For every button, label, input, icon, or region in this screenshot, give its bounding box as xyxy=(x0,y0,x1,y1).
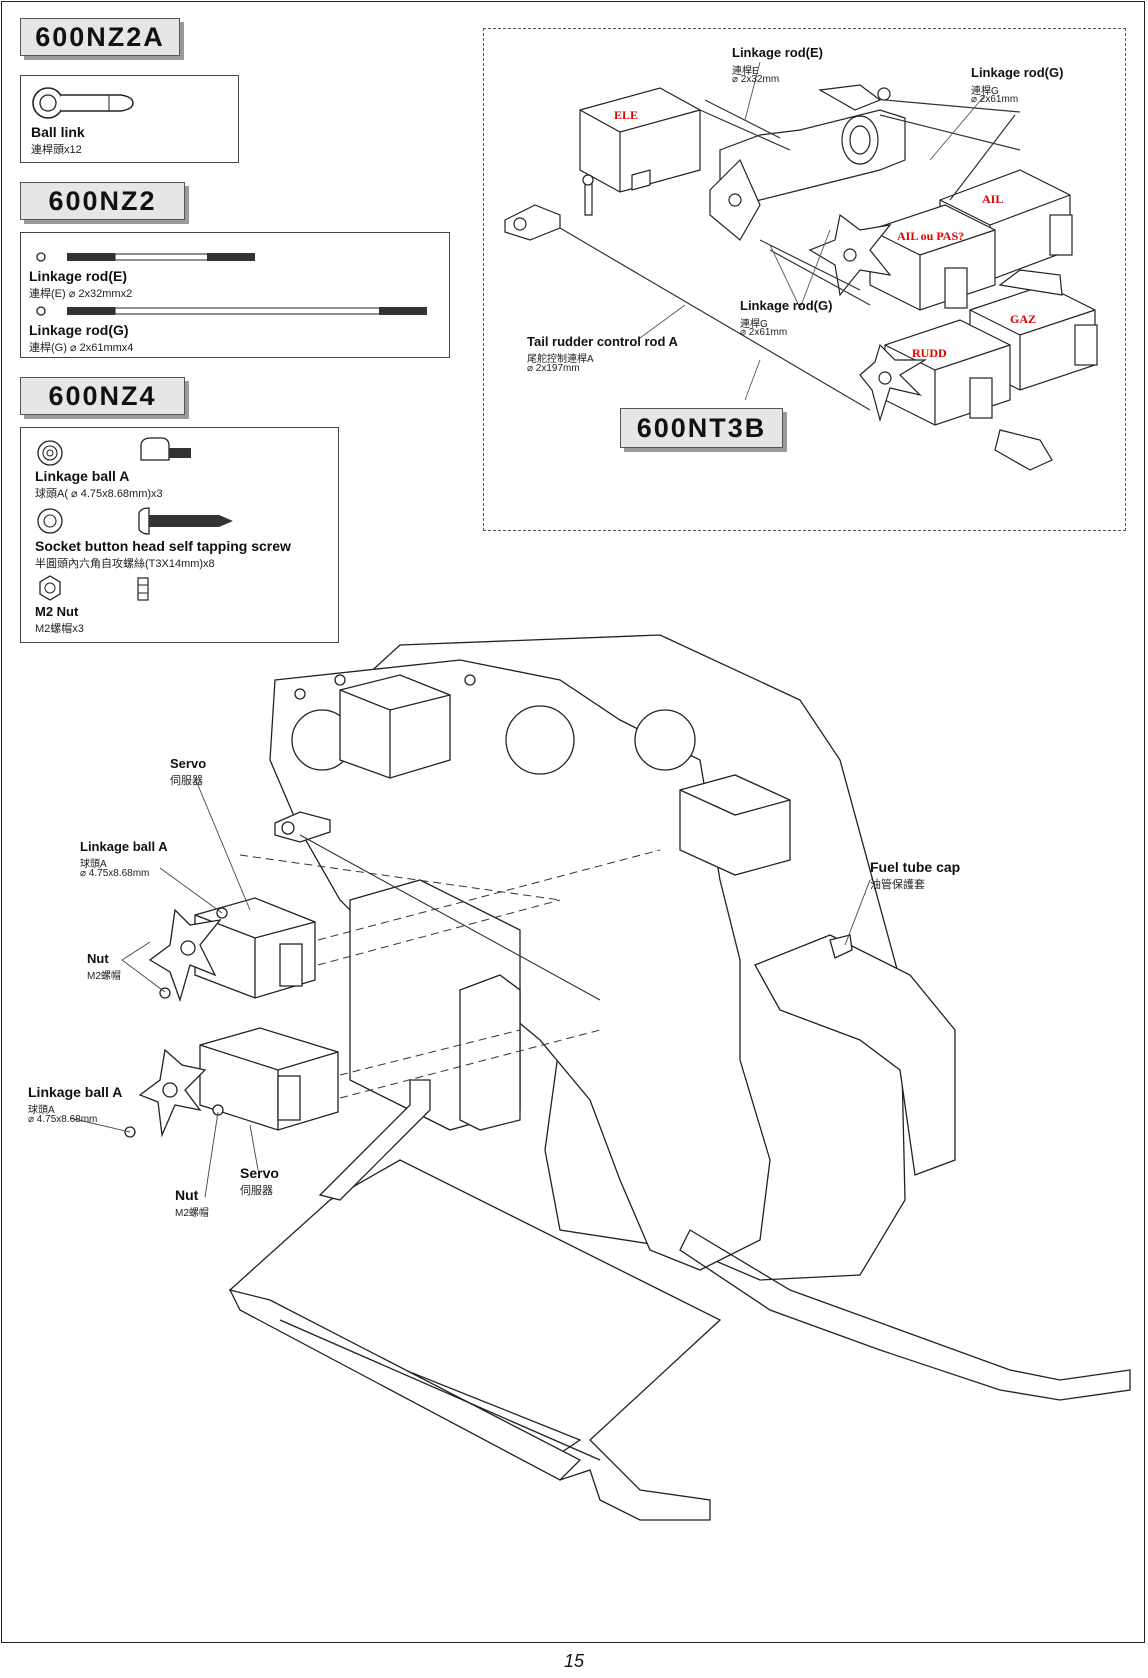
rod-e-label: Linkage rod(E) xyxy=(29,268,128,284)
badge-600nz4: 600NZ4 xyxy=(20,377,185,415)
servo-label-ail-pas: AIL ou PAS? xyxy=(897,229,965,243)
detail-rod-g-mid-sub1: 連桿G xyxy=(740,319,768,330)
servo-callout-2-label: Servo xyxy=(240,1165,279,1181)
linkage-ball-callout-2-sub2: ⌀ 4.75x8.68mm xyxy=(28,1114,98,1125)
m2-nut-label: M2 Nut xyxy=(35,604,79,619)
detail-rod-g-mid-label: Linkage rod(G) xyxy=(740,298,833,313)
tail-rudder-rod-label: Tail rudder control rod A xyxy=(527,334,678,349)
badge-600nz2a: 600NZ2A xyxy=(20,18,180,56)
badge-600nz2: 600NZ2 xyxy=(20,182,185,220)
servo-callout-2-sub: 伺服器 xyxy=(240,1185,273,1197)
rod-g-quantity: 連桿(G) ⌀ 2x61mmx4 xyxy=(29,342,134,354)
rod-e-quantity: 連桿(E) ⌀ 2x32mmx2 xyxy=(29,288,133,300)
detail-rod-g-top-sub2: ⌀ 2x61mm xyxy=(971,94,1019,105)
screw-label: Socket button head self tapping screw xyxy=(35,538,291,554)
linkage-ball-callout-1-sub1: 球頭A xyxy=(80,859,107,870)
servo-callout-1-label: Servo xyxy=(170,756,207,771)
detail-rod-g-top-label: Linkage rod(G) xyxy=(971,65,1064,80)
screw-quantity: 半圓頭內六角自攻螺絲(T3X14mm)x8 xyxy=(35,558,215,570)
servo-callout-1-sub: 伺服器 xyxy=(170,775,203,787)
linkage-rods-drawing xyxy=(36,252,427,316)
detail-rod-g-top-sub1: 連桿G xyxy=(971,86,999,97)
detail-rod-e-sub2: ⌀ 2x32mm xyxy=(732,74,780,85)
servo-label-ail: AIL xyxy=(982,192,1004,206)
nut-callout-1-label: Nut xyxy=(87,951,109,966)
detail-rod-e-label: Linkage rod(E) xyxy=(732,45,824,60)
hardware-drawing xyxy=(37,437,233,601)
linkage-ball-callout-1-label: Linkage ball A xyxy=(80,839,168,854)
linkage-ball-a-label: Linkage ball A xyxy=(35,468,130,484)
servo-linkage-detail-area xyxy=(483,28,1126,531)
tail-rudder-rod-sub2: ⌀ 2x197mm xyxy=(527,363,580,374)
parts-box-600nz4: Linkage ball A 球頭A( ⌀ 4.75x8.68mm)x3 Soc… xyxy=(20,427,339,643)
page-number: 15 xyxy=(563,1651,585,1671)
page-frame xyxy=(1,1,1145,1643)
parts-box-600nz2a: Ball link 連桿頭x12 xyxy=(20,75,239,163)
fuel-tube-cap-label: Fuel tube cap xyxy=(870,859,961,875)
nut-callout-2-label: Nut xyxy=(175,1187,199,1203)
tail-rudder-rod-sub1: 尾舵控制連桿A xyxy=(527,354,594,365)
servo-label-rudd: RUDD xyxy=(912,346,947,360)
linkage-ball-callout-1-sub2: ⌀ 4.75x8.68mm xyxy=(80,868,150,879)
detail-rod-g-mid-sub2: ⌀ 2x61mm xyxy=(740,327,788,338)
servo-label-ele: ELE xyxy=(614,108,639,122)
servo-label-gaz: GAZ xyxy=(1010,312,1037,326)
detail-rod-e-sub1: 連桿E xyxy=(732,66,759,77)
fuel-tube-cap-sub: 油管保護套 xyxy=(870,879,925,891)
ball-link-label: Ball link xyxy=(31,124,85,140)
rod-g-label: Linkage rod(G) xyxy=(29,322,129,338)
linkage-ball-callout-2-label: Linkage ball A xyxy=(28,1084,123,1100)
linkage-ball-a-quantity: 球頭A( ⌀ 4.75x8.68mm)x3 xyxy=(35,488,163,500)
parts-box-600nz2: Linkage rod(E) 連桿(E) ⌀ 2x32mmx2 Linkage … xyxy=(20,232,450,358)
ball-link-quantity: 連桿頭x12 xyxy=(31,144,82,156)
ball-link-drawing xyxy=(32,87,134,119)
badge-600nt3b: 600NT3B xyxy=(620,408,783,448)
m2-nut-quantity: M2螺帽x3 xyxy=(35,623,84,635)
nut-callout-1-sub: M2螺帽 xyxy=(87,971,121,982)
linkage-ball-callout-2-sub1: 球頭A xyxy=(28,1105,55,1116)
nut-callout-2-sub: M2螺帽 xyxy=(175,1208,209,1219)
